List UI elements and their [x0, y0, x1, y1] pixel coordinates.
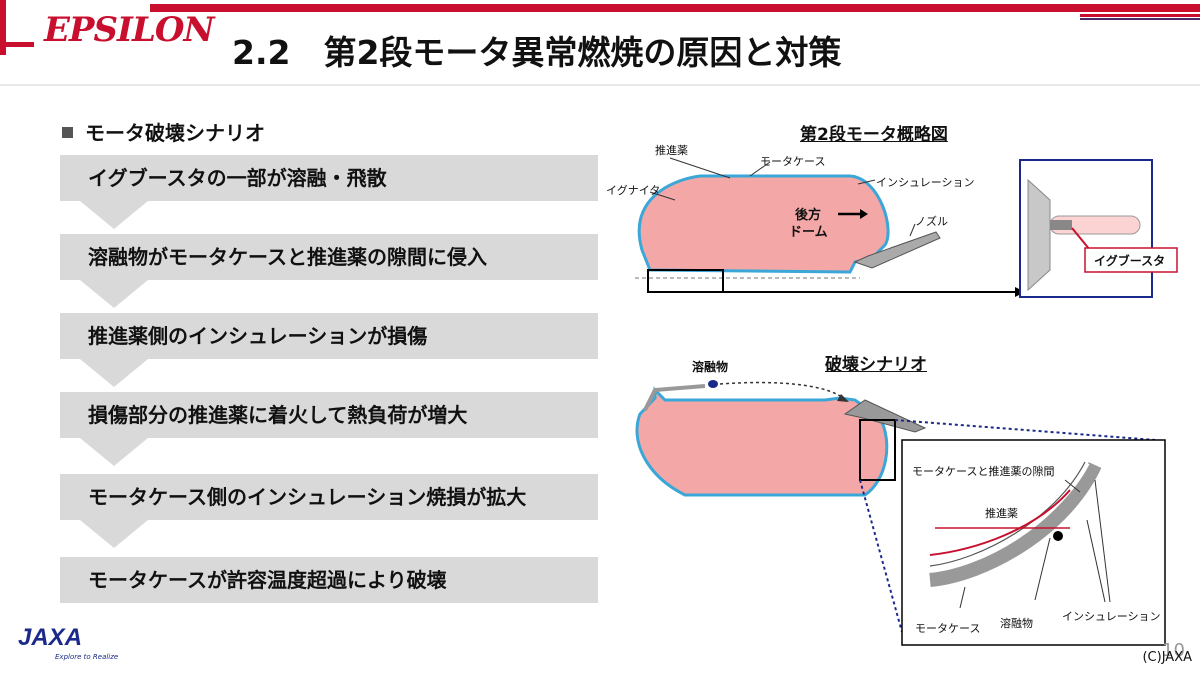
igniter-dome-shape — [1027, 178, 1051, 292]
igniter-shape-2 — [643, 384, 706, 411]
scenario-step-4: 損傷部分の推進薬に着火して熱負荷が増大 — [60, 392, 598, 438]
corner-accent — [0, 0, 6, 55]
scenario-heading: モータ破壊シナリオ — [62, 117, 265, 146]
jaxa-logo: JAXA — [18, 624, 83, 651]
label-molten: 溶融物 — [692, 360, 729, 374]
scenario-step-2: 溶融物がモータケースと推進薬の隙間に侵入 — [60, 234, 598, 280]
label-insulation: インシュレーション — [876, 176, 975, 189]
epsilon-logo: EPSILON — [44, 10, 215, 50]
page-number: 10 — [1162, 640, 1185, 661]
propellant-boundary — [929, 489, 1071, 556]
scenario-step-3: 推進薬側のインシュレーションが損傷 — [60, 313, 598, 359]
molten-path — [719, 381, 844, 399]
igniter-highlight-box — [647, 269, 724, 293]
bullet-square-icon — [62, 127, 73, 138]
molten-path-arrow — [837, 394, 849, 402]
label-propellant: 推進薬 — [655, 144, 688, 157]
propellant-shape-2 — [635, 386, 889, 497]
zoom-box — [859, 419, 896, 481]
label-gap: モータケースと推進薬の隙間 — [912, 465, 1055, 478]
zoom-dotted-line-bottom — [859, 479, 903, 633]
motor-schematic-diagram — [635, 157, 1178, 298]
igbooster-pointer — [1071, 227, 1091, 251]
header-purple-bar — [1080, 18, 1200, 20]
chevron-down-icon — [80, 280, 148, 308]
scenario-step-6: モータケースが許容温度超過により破壊 — [60, 557, 598, 603]
chevron-down-icon — [80, 438, 148, 466]
label-aft-dome-2: ドーム — [789, 225, 828, 240]
label-insulation-2: インシュレーション — [1062, 610, 1161, 623]
leader-line — [669, 157, 731, 179]
igbooster-label-box — [1084, 247, 1178, 273]
figure2-title: 破壊シナリオ — [825, 355, 927, 375]
label-aft-dome-1: 後方 — [795, 208, 822, 223]
leader-line — [649, 191, 676, 201]
label-igniter: イグナイタ — [606, 184, 661, 197]
label-igbooster: イグブースタ — [1094, 254, 1166, 268]
corner-accent-bar — [6, 42, 34, 47]
jaxa-tagline: Explore to Realize — [55, 653, 119, 661]
molten-dot — [708, 380, 718, 388]
slide-title: 2.2 第2段モータ異常燃焼の原因と対策 — [232, 33, 842, 72]
leader-line — [1064, 479, 1081, 493]
leader-line — [1034, 537, 1051, 601]
nozzle-shape — [853, 231, 941, 269]
leader-line — [909, 223, 916, 237]
scenario-step-5: モータケース側のインシュレーション焼損が拡大 — [60, 474, 598, 520]
chevron-down-icon — [80, 520, 148, 548]
label-motor-case: モータケース — [760, 155, 826, 168]
leader-line — [959, 586, 966, 609]
propellant-shape — [637, 174, 890, 274]
aft-dome-arrow-head — [860, 209, 868, 219]
motor-case-band — [929, 461, 1102, 587]
header-red-bar — [150, 4, 1200, 12]
failure-scenario-diagram — [635, 380, 1166, 646]
header-divider — [0, 84, 1200, 86]
leader-line — [749, 161, 771, 177]
chevron-down-icon — [80, 201, 148, 229]
label-molten-2: 溶融物 — [1000, 617, 1033, 630]
label-propellant-2: 推進薬 — [985, 507, 1018, 520]
header-thin-bar — [1080, 14, 1200, 17]
chevron-down-icon — [80, 359, 148, 387]
scenario-step-1: イグブースタの一部が溶融・飛散 — [60, 155, 598, 201]
molten-particle — [1053, 531, 1063, 541]
igbooster-base — [1050, 220, 1072, 230]
leader-line — [1094, 479, 1111, 603]
leader-line — [1086, 519, 1106, 603]
insulation-outline — [929, 461, 1086, 567]
copyright: (C)JAXA — [1142, 650, 1192, 665]
zoom-dotted-line-top — [894, 419, 1156, 441]
label-motor-case-2: モータケース — [915, 622, 981, 635]
label-nozzle: ノズル — [915, 215, 948, 228]
figure1-title: 第2段モータ概略図 — [800, 125, 948, 145]
leader-line — [857, 179, 876, 185]
nozzle-shape-2 — [843, 399, 927, 433]
